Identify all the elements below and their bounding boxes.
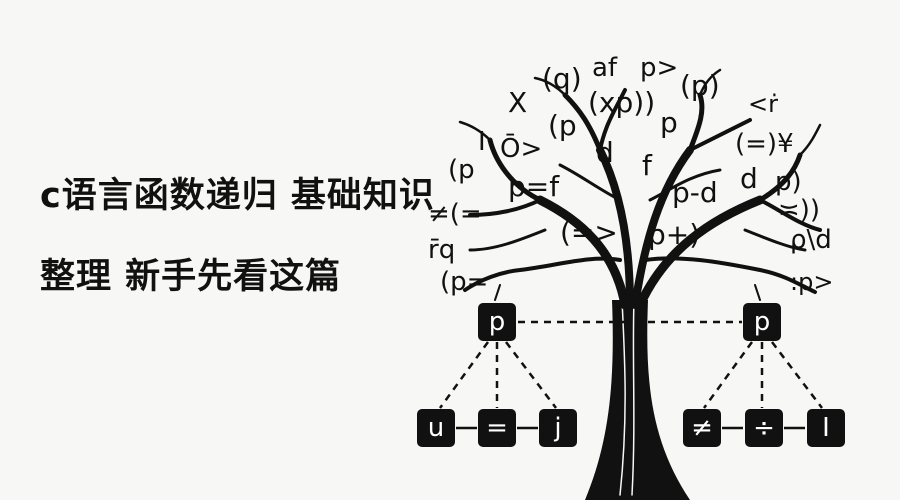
tree-symbol: I xyxy=(478,127,486,157)
node-right-parent: p xyxy=(743,303,781,341)
node-right-child: I xyxy=(807,409,845,447)
node-right-child: ≠ xyxy=(683,409,721,447)
tree-icon xyxy=(458,68,822,500)
tree-symbol: (p) xyxy=(680,69,720,102)
node-label: ÷ xyxy=(753,413,775,443)
tree-symbol: r̄q xyxy=(428,235,455,265)
tree-symbol: :p> xyxy=(790,268,833,296)
tree-symbol: ≠(= xyxy=(428,199,482,229)
tree-symbol: d xyxy=(740,162,758,195)
tree-symbol: (p xyxy=(448,155,475,185)
tree-symbol: <ṙ xyxy=(748,90,778,118)
title-line-1: c语言函数递归 基础知识 xyxy=(40,176,435,216)
tree-symbol: d xyxy=(596,136,614,169)
tree-symbol: (q) xyxy=(542,62,582,95)
title-line-2: 整理 新手先看这篇 xyxy=(40,257,342,297)
node-label: I xyxy=(822,413,830,443)
tree-symbol: p=f xyxy=(508,170,560,203)
tree-symbol: ρ\d xyxy=(790,225,832,255)
tree-symbol: p-d xyxy=(672,176,718,209)
tree-symbol: (=)¥ xyxy=(735,129,794,159)
node-left-child: u xyxy=(417,409,455,447)
tree-symbol: (=> xyxy=(560,216,618,249)
connector-lines xyxy=(438,320,823,409)
tree-symbol: p) xyxy=(775,167,802,197)
tree-symbol: p xyxy=(660,106,678,139)
node-label: p xyxy=(754,307,771,337)
node-left-child: = xyxy=(478,409,516,447)
tree-symbol: af xyxy=(592,53,618,83)
tree-symbol: p+) xyxy=(648,218,700,251)
node-label: u xyxy=(428,413,444,443)
tree-symbol: X xyxy=(508,86,527,119)
tree-symbol: (p xyxy=(548,109,577,142)
node-label: p xyxy=(489,307,506,337)
node-left-child: j xyxy=(539,409,577,447)
tree-symbol: (xp)) xyxy=(588,86,655,119)
tree-symbol: ≍)) xyxy=(778,195,820,225)
node-left-parent: p xyxy=(478,303,516,341)
node-label: ≠ xyxy=(691,413,713,443)
node-label: j xyxy=(553,413,561,443)
node-right-child: ÷ xyxy=(745,409,783,447)
node-label: = xyxy=(486,413,508,443)
tree-symbol: f xyxy=(642,149,653,182)
tree-symbol: p> xyxy=(640,53,678,83)
tree-symbol: (p= xyxy=(440,267,488,297)
tree-symbol: Ō> xyxy=(500,133,542,164)
